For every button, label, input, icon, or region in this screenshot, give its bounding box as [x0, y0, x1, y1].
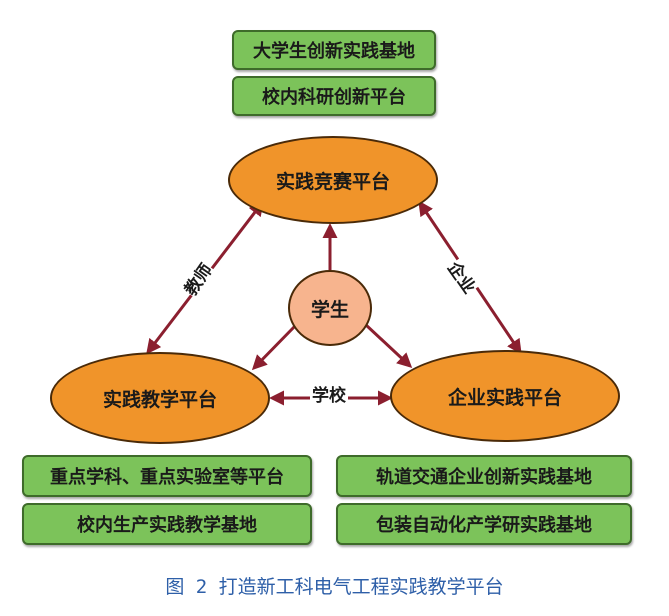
right-box-1-label: 轨道交通企业创新实践基地 — [376, 467, 592, 488]
left-box-2: 校内生产实践教学基地 — [22, 503, 312, 545]
left-box-2-label: 校内生产实践教学基地 — [77, 515, 257, 536]
node-competition-label: 实践竞赛平台 — [275, 170, 390, 193]
right-box-1: 轨道交通企业创新实践基地 — [336, 455, 632, 497]
left-box-1: 重点学科、重点实验室等平台 — [22, 455, 312, 497]
right-box-2-label: 包装自动化产学研实践基地 — [376, 515, 592, 536]
top-box-1-label: 大学生创新实践基地 — [253, 41, 415, 62]
top-box-2: 校内科研创新平台 — [232, 76, 436, 116]
top-box-1: 大学生创新实践基地 — [232, 30, 436, 70]
node-student-label: 学生 — [310, 298, 349, 321]
top-box-2-label: 校内科研创新平台 — [262, 87, 406, 108]
right-box-2: 包装自动化产学研实践基地 — [336, 503, 632, 545]
node-competition-platform: 实践竞赛平台 — [228, 136, 438, 224]
arrow-student-right — [364, 323, 413, 369]
left-box-1-label: 重点学科、重点实验室等平台 — [50, 467, 284, 488]
node-student: 学生 — [288, 270, 372, 346]
edge-label-school: 学校 — [310, 386, 348, 406]
arrow-student-left — [251, 323, 298, 371]
node-enterprise-platform: 企业实践平台 — [390, 350, 620, 442]
node-teaching-label: 实践教学平台 — [102, 388, 217, 411]
figure-caption: 图 2 打造新工科电气工程实践教学平台 — [165, 576, 504, 598]
node-enterprise-label: 企业实践平台 — [447, 386, 562, 409]
node-teaching-platform: 实践教学平台 — [50, 352, 270, 444]
